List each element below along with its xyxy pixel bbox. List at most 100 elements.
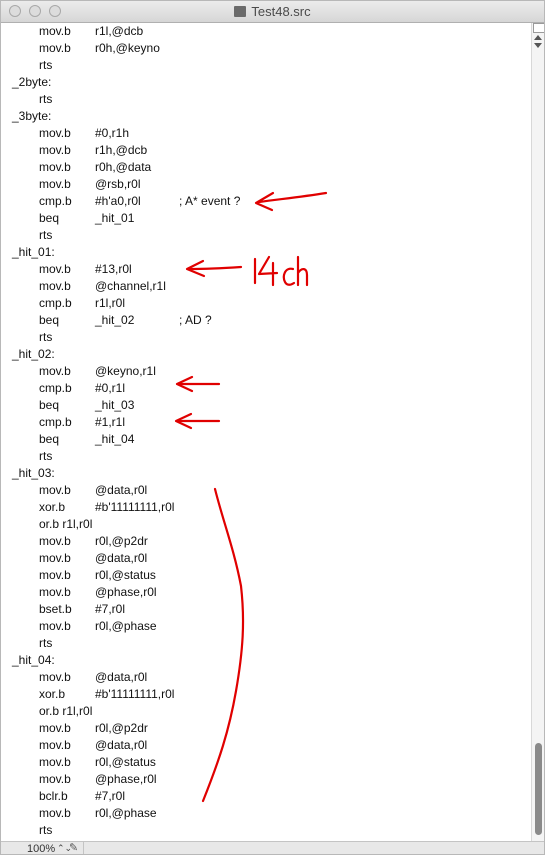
code-mnemonic: cmp.b — [39, 381, 72, 395]
code-mnemonic: rts — [39, 228, 53, 242]
code-line[interactable]: _3byte: — [1, 108, 531, 125]
code-operands: #h'a0,r0l — [95, 194, 141, 208]
code-mnemonic: or.b r1l,r0l — [39, 704, 93, 718]
code-operands: r1h,@dcb — [95, 143, 148, 157]
code-line[interactable]: or.b r1l,r0l — [1, 516, 531, 533]
code-line[interactable]: or.b r1l,r0l — [1, 703, 531, 720]
code-operands: r0h,@keyno — [95, 41, 160, 55]
code-line[interactable]: beq_hit_01 — [1, 210, 531, 227]
code-line[interactable]: beq_hit_02; AD ? — [1, 312, 531, 329]
split-box-icon[interactable] — [533, 23, 544, 33]
zoom-button[interactable] — [49, 5, 61, 17]
code-line[interactable]: rts — [1, 822, 531, 839]
code-line[interactable]: rts — [1, 448, 531, 465]
code-line[interactable]: cmp.b#0,r1l — [1, 380, 531, 397]
code-operands: @data,r0l — [95, 738, 148, 752]
code-line[interactable]: mov.b @phase,r0l — [1, 771, 531, 788]
code-operands: _hit_01 — [95, 211, 135, 225]
code-line[interactable]: bset.b#7,r0l — [1, 601, 531, 618]
code-line[interactable]: bclr.b#7,r0l — [1, 788, 531, 805]
code-mnemonic: mov.b — [39, 160, 71, 174]
code-line[interactable]: mov.b@data,r0l — [1, 550, 531, 567]
code-operands: @phase,r0l — [95, 772, 157, 786]
scroll-down-icon[interactable] — [534, 43, 542, 48]
code-mnemonic: mov.b — [39, 262, 71, 276]
close-button[interactable] — [9, 5, 21, 17]
code-mnemonic: mov.b — [39, 177, 71, 191]
code-line[interactable]: mov.b@data,r0l — [1, 669, 531, 686]
code-operands: r1l,@dcb — [95, 24, 144, 38]
code-mnemonic: or.b r1l,r0l — [39, 517, 93, 531]
code-line[interactable]: mov.b @data,r0l — [1, 482, 531, 499]
code-mnemonic: beq — [39, 398, 60, 412]
code-operands: #7,r0l — [95, 789, 126, 803]
code-operands: #13,r0l — [95, 262, 132, 276]
code-mnemonic: cmp.b — [39, 415, 72, 429]
code-line[interactable]: xor.b#b'11111111,r0l — [1, 686, 531, 703]
code-mnemonic: mov.b — [39, 619, 71, 633]
code-line[interactable]: rts — [1, 57, 531, 74]
code-line[interactable]: mov.b @rsb,r0l — [1, 176, 531, 193]
code-line[interactable]: _2byte: — [1, 74, 531, 91]
code-mnemonic: mov.b — [39, 24, 71, 38]
code-mnemonic: mov.b — [39, 483, 71, 497]
scroll-thumb[interactable] — [535, 743, 542, 835]
code-line[interactable]: mov.b#0,r1h — [1, 125, 531, 142]
code-mnemonic: xor.b — [39, 500, 66, 514]
code-line[interactable]: mov.b #13,r0l — [1, 261, 531, 278]
code-mnemonic: bset.b — [39, 602, 72, 616]
code-line[interactable]: mov.b@keyno,r1l — [1, 363, 531, 380]
code-operands: _hit_03 — [95, 398, 135, 412]
code-line[interactable]: beq_hit_04 — [1, 431, 531, 448]
code-line[interactable]: _hit_03: — [1, 465, 531, 482]
code-line[interactable]: _hit_04: — [1, 652, 531, 669]
code-label: _hit_01: — [12, 245, 55, 259]
code-mnemonic: xor.b — [39, 687, 66, 701]
vertical-scrollbar[interactable] — [531, 23, 544, 841]
stepper-icon[interactable]: ⌃⌄ — [57, 843, 73, 853]
code-line[interactable]: mov.b r1l,@dcb — [1, 23, 531, 40]
code-operands: @rsb,r0l — [95, 177, 141, 191]
code-line[interactable]: xor.b#b'11111111,r0l — [1, 499, 531, 516]
code-mnemonic: rts — [39, 330, 53, 344]
minimize-button[interactable] — [29, 5, 41, 17]
code-line[interactable]: _hit_01: — [1, 244, 531, 261]
code-operands: @phase,r0l — [95, 585, 157, 599]
code-mnemonic: mov.b — [39, 755, 71, 769]
code-mnemonic: mov.b — [39, 126, 71, 140]
pencil-icon[interactable]: ✎ — [69, 842, 79, 854]
code-mnemonic: mov.b — [39, 772, 71, 786]
code-line[interactable]: mov.b@data,r0l — [1, 737, 531, 754]
code-line[interactable]: rts — [1, 91, 531, 108]
code-line[interactable]: rts — [1, 329, 531, 346]
zoom-level[interactable]: 100% — [27, 843, 56, 855]
code-line[interactable]: _hit_02: — [1, 346, 531, 363]
code-line[interactable]: rts — [1, 227, 531, 244]
code-line[interactable]: cmp.b#h'a0,r0l; A* event ? — [1, 193, 531, 210]
window-title-area: Test48.src — [1, 4, 544, 20]
code-operands: @data,r0l — [95, 483, 148, 497]
code-line[interactable]: rts — [1, 635, 531, 652]
code-line[interactable]: beq _hit_03 — [1, 397, 531, 414]
code-label: _hit_03: — [12, 466, 55, 480]
code-line[interactable]: cmp.b#1,r1l — [1, 414, 531, 431]
code-line[interactable]: mov.b@channel,r1l — [1, 278, 531, 295]
code-line[interactable]: mov.b r0l,@status — [1, 567, 531, 584]
code-mnemonic: mov.b — [39, 721, 71, 735]
code-operands: r0l,@status — [95, 568, 156, 582]
code-operands: @keyno,r1l — [95, 364, 156, 378]
code-label: _hit_02: — [12, 347, 55, 361]
code-line[interactable]: mov.b@phase,r0l — [1, 584, 531, 601]
code-mnemonic: mov.b — [39, 568, 71, 582]
scroll-up-icon[interactable] — [534, 35, 542, 40]
